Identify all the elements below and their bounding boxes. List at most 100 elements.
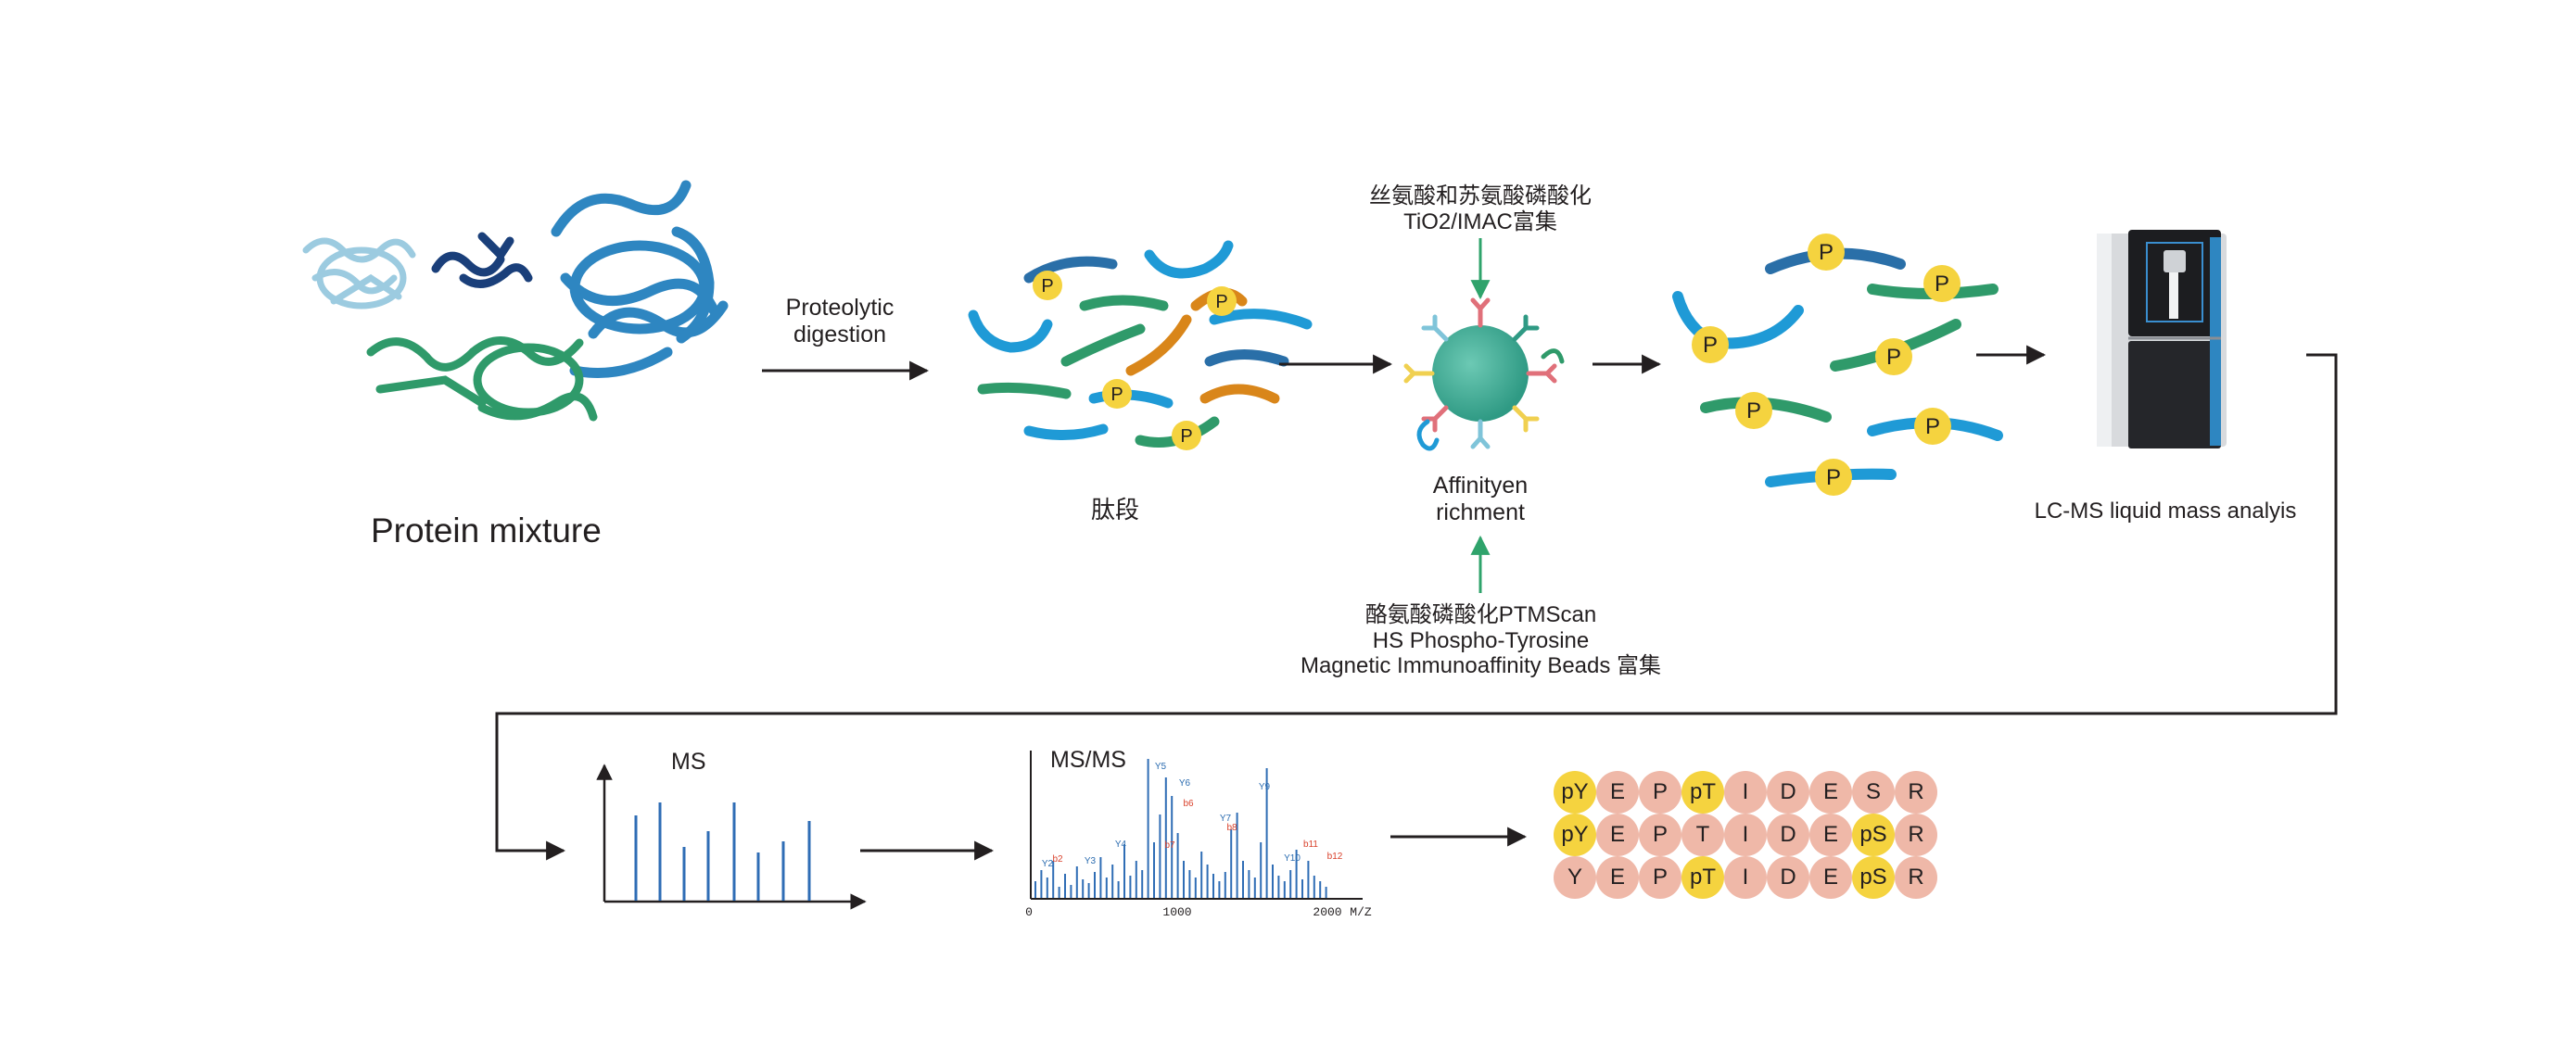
msms-ion-label: Y6 <box>1179 778 1191 789</box>
enriched-phospho-markers: P P P P P P P <box>1692 234 1961 496</box>
residue: E <box>1596 814 1639 856</box>
ms-peaks <box>634 802 811 901</box>
label-affinity-line2: richment <box>1436 499 1525 525</box>
label-enrich-tyrosine: 酪氨酸磷酸化PTMScan HS Phospho-Tyrosine Magnet… <box>1233 602 1729 679</box>
msms-ion-label: Y4 <box>1115 840 1127 850</box>
ms-spectrum <box>596 764 867 910</box>
phospho-marker: P <box>1703 333 1718 358</box>
msms-tick-0: 0 <box>1025 905 1033 919</box>
residue: R <box>1895 856 1937 899</box>
phospho-marker: P <box>1925 414 1940 439</box>
residue: D <box>1767 856 1809 899</box>
residue: Y <box>1554 856 1596 899</box>
residue: E <box>1809 771 1852 814</box>
residue: I <box>1724 771 1767 814</box>
residue: I <box>1724 814 1767 856</box>
phospho-marker: P <box>1180 426 1192 447</box>
residue: P <box>1639 814 1681 856</box>
label-protein-mixture: Protein mixture <box>371 511 602 549</box>
peptide <box>1079 295 1169 311</box>
label-proteolytic-line1: Proteolytic <box>785 295 895 321</box>
residue: E <box>1809 856 1852 899</box>
label-enrich-bottom-line3: Magnetic Immunoaffinity Beads 富集 <box>1300 653 1662 679</box>
protein-dark-blue <box>431 232 533 288</box>
protein-light-blue <box>302 237 416 309</box>
label-enrich-top-line2: TiO2/IMAC富集 <box>1403 208 1557 234</box>
residue: E <box>1596 771 1639 814</box>
phospho-residue: pY <box>1554 771 1596 814</box>
residue: D <box>1767 771 1809 814</box>
bead <box>1432 325 1529 422</box>
phospho-marker: P <box>1886 345 1901 370</box>
residue: D <box>1767 814 1809 856</box>
label-enrich-bottom-line2: HS Phospho-Tyrosine <box>1372 627 1590 653</box>
bead-antibodies <box>1403 297 1565 451</box>
msms-tick-1000: 1000 <box>1162 905 1191 919</box>
label-enrich-top-line1: 丝氨酸和苏氨酸磷酸化 <box>1369 183 1592 208</box>
protein-green <box>366 336 598 422</box>
residue: P <box>1639 856 1681 899</box>
label-enrich-bottom-line1: 酪氨酸磷酸化PTMScan <box>1364 602 1597 627</box>
peptide <box>968 309 1053 353</box>
msms-tick-2000: 2000 <box>1313 905 1341 919</box>
msms-ion-label: Y2 <box>1042 859 1054 869</box>
msms-ion-label: b8 <box>1226 823 1237 833</box>
phospho-marker: P <box>1826 465 1841 490</box>
peptide <box>1023 256 1118 284</box>
label-enrich-ser-thr: 丝氨酸和苏氨酸磷酸化 TiO2/IMAC富集 <box>1327 183 1633 234</box>
phospho-marker: P <box>1819 240 1834 265</box>
peptide <box>1125 314 1192 376</box>
residue: T <box>1681 814 1724 856</box>
residue: S <box>1852 771 1895 814</box>
label-ms: MS <box>671 749 706 775</box>
msms-ion-label: b2 <box>1052 854 1063 865</box>
affinity-bead <box>1403 297 1565 451</box>
residue: R <box>1895 814 1937 856</box>
msms-peaks <box>1034 759 1327 898</box>
phospho-residue: pT <box>1681 856 1724 899</box>
peptide <box>1204 349 1289 367</box>
peptide <box>1144 240 1234 279</box>
msms-axis-unit: M/Z <box>1350 905 1372 919</box>
msms-ion-label: b7 <box>1164 840 1175 851</box>
residue: E <box>1809 814 1852 856</box>
msms-ion-label: Y9 <box>1259 782 1271 792</box>
msms-ion-label: Y5 <box>1155 762 1167 772</box>
protein-blue <box>551 180 729 378</box>
peptide <box>1199 384 1280 404</box>
phospho-residue: pS <box>1852 856 1895 899</box>
peptide <box>977 382 1072 399</box>
phospho-residue: pT <box>1681 771 1724 814</box>
peptide-cluster <box>968 240 1313 448</box>
label-affinity-enrichment: Affinityen richment <box>1388 473 1573 526</box>
phospho-residue: pY <box>1554 814 1596 856</box>
protein-structures-image <box>302 180 729 422</box>
phospho-marker: P <box>1215 292 1227 312</box>
phospho-marker: P <box>1935 271 1949 297</box>
msms-ion-label: Y3 <box>1085 856 1097 866</box>
peptide <box>1209 309 1313 330</box>
label-peptides: 肽段 <box>1090 496 1139 524</box>
connector-to-ms <box>495 353 2338 861</box>
label-msms: MS/MS <box>1050 747 1126 773</box>
phospho-residue: pS <box>1852 814 1895 856</box>
peptide <box>1060 323 1146 367</box>
msms-ion-label: Y10 <box>1284 853 1301 864</box>
residue: P <box>1639 771 1681 814</box>
msms-ion-label: b12 <box>1327 852 1343 862</box>
residue: R <box>1895 771 1937 814</box>
residue: I <box>1724 856 1767 899</box>
phospho-marker: P <box>1110 385 1123 405</box>
label-lcms: LC-MS liquid mass analyis <box>2034 499 2297 524</box>
lcms-instrument <box>2097 230 2227 448</box>
msms-ion-label: Y7 <box>1220 814 1232 824</box>
residue: E <box>1596 856 1639 899</box>
label-affinity-line1: Affinityen <box>1432 473 1529 499</box>
msms-ion-label: b6 <box>1183 799 1194 809</box>
